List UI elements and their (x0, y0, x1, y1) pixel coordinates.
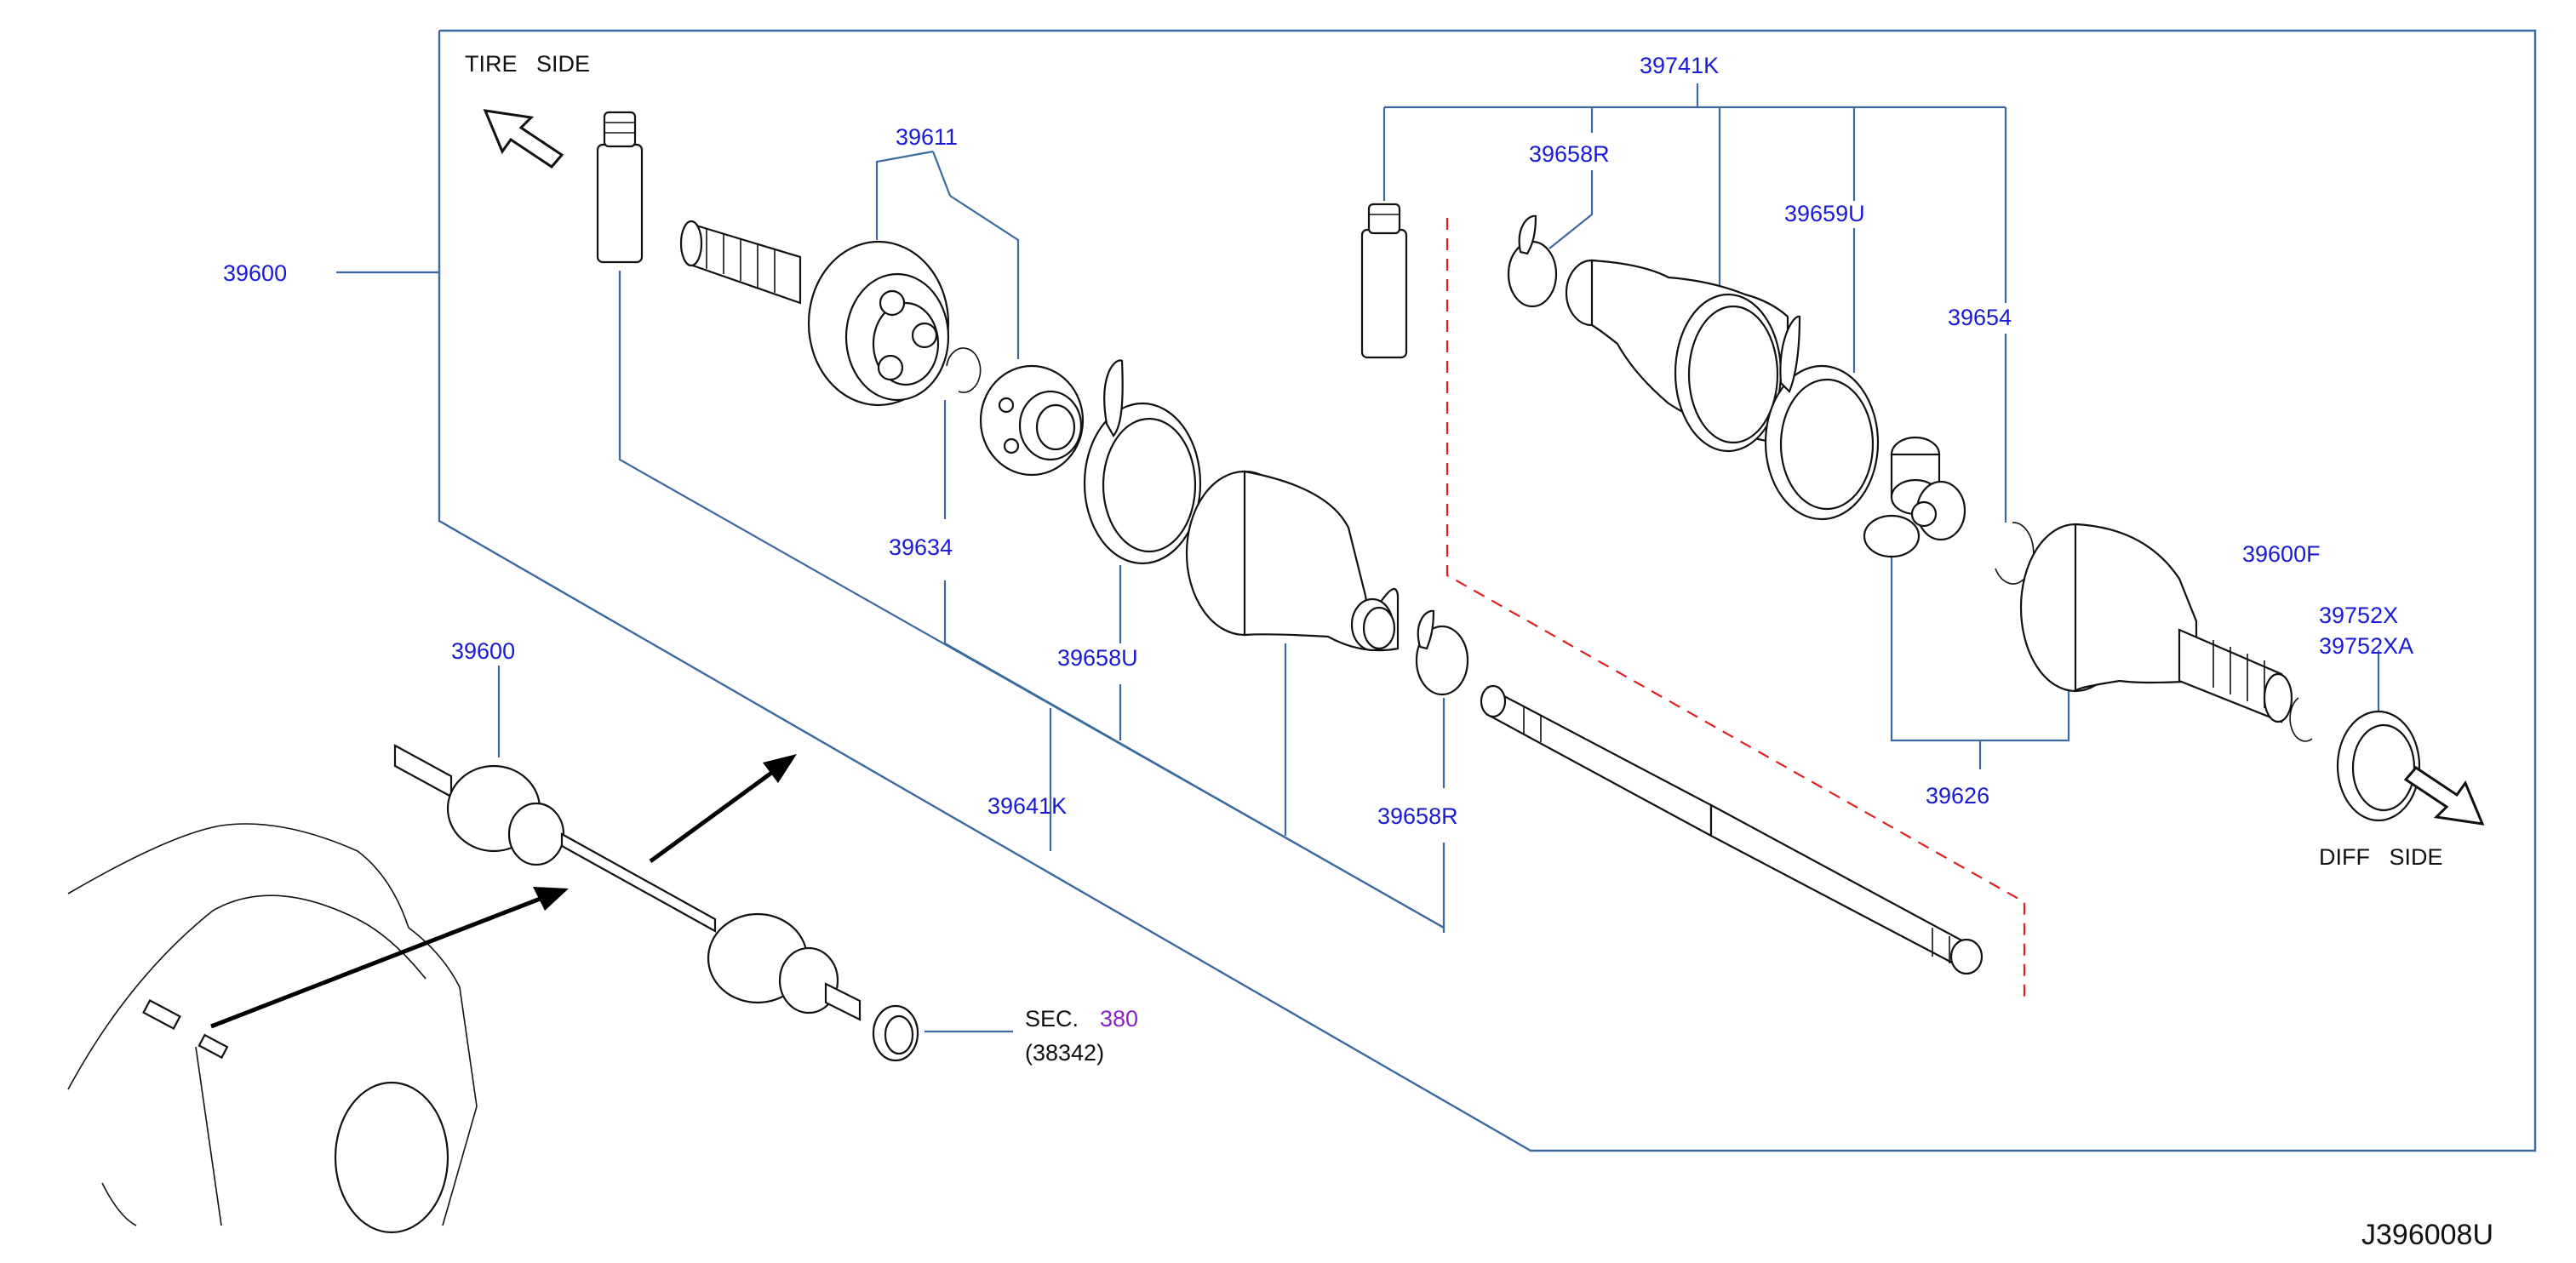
labels: TIRE SIDE DIFF SIDE J396008U 39600 39600… (223, 51, 2493, 1251)
section-link-380[interactable]: 380 (1100, 1006, 1138, 1032)
part-number-39611[interactable]: 39611 (896, 124, 958, 150)
part-number-39600-car[interactable]: 39600 (451, 638, 515, 664)
complete-axle[interactable] (393, 744, 919, 1062)
snap-ring-39634[interactable] (946, 347, 982, 393)
grease-tube-left[interactable] (596, 111, 644, 264)
part-number-39658R-upper[interactable]: 39658R (1529, 141, 1610, 167)
part-number-39654[interactable]: 39654 (1948, 305, 2012, 330)
inner-boot[interactable] (1565, 259, 1789, 453)
snap-ring-39600F[interactable] (2289, 697, 2313, 742)
part-number-39658U[interactable]: 39658U (1057, 645, 1138, 671)
vehicle-silhouette (67, 823, 478, 1234)
leader-lines (497, 83, 2380, 1033)
grease-tube-right[interactable] (1360, 203, 1408, 359)
oil-seal-39752X[interactable] (2336, 710, 2421, 822)
inner-cv-housing[interactable] (2019, 523, 2293, 723)
inner-race[interactable] (979, 364, 1085, 477)
shaft-assembly-boundary (1445, 218, 2026, 1001)
boot-band-39658R-lower[interactable] (1415, 609, 1469, 696)
boot-band-39658U[interactable] (1083, 359, 1202, 565)
open-arrow-down-right-icon (2403, 766, 2485, 826)
diff-side-label: DIFF SIDE (2319, 844, 2443, 870)
outer-cv-joint[interactable] (679, 220, 950, 407)
section-prefix: SEC. (1025, 1006, 1079, 1032)
outer-boot[interactable] (1185, 470, 1400, 652)
tripod-joint[interactable] (1863, 436, 1966, 558)
part-number-39634[interactable]: 39634 (889, 534, 953, 560)
diagram-code: J396008U (2361, 1219, 2493, 1251)
part-number-39600F[interactable]: 39600F (2242, 541, 2321, 567)
part-number-39752XA[interactable]: 39752XA (2319, 633, 2413, 659)
open-arrow-up-left-icon (483, 109, 564, 169)
parts-drawing (67, 109, 2485, 1234)
part-number-39752X[interactable]: 39752X (2319, 603, 2398, 628)
part-number-39641K[interactable]: 39641K (987, 793, 1067, 819)
part-number-39626[interactable]: 39626 (1926, 783, 1989, 809)
part-number-39600-main[interactable]: 39600 (223, 260, 287, 286)
part-number-39658R-lower[interactable]: 39658R (1377, 803, 1458, 829)
tire-side-label: TIRE SIDE (465, 51, 590, 77)
callout-arrows (210, 754, 797, 1029)
boot-band-39659U[interactable] (1764, 315, 1880, 521)
part-number-39659U[interactable]: 39659U (1784, 201, 1865, 226)
drive-shaft[interactable] (1480, 684, 1984, 975)
assembly-frame (336, 29, 2537, 1152)
part-number-39741K[interactable]: 39741K (1640, 53, 1719, 78)
section-subpart: (38342) (1025, 1040, 1104, 1066)
boot-band-39658R-upper[interactable] (1507, 214, 1558, 308)
